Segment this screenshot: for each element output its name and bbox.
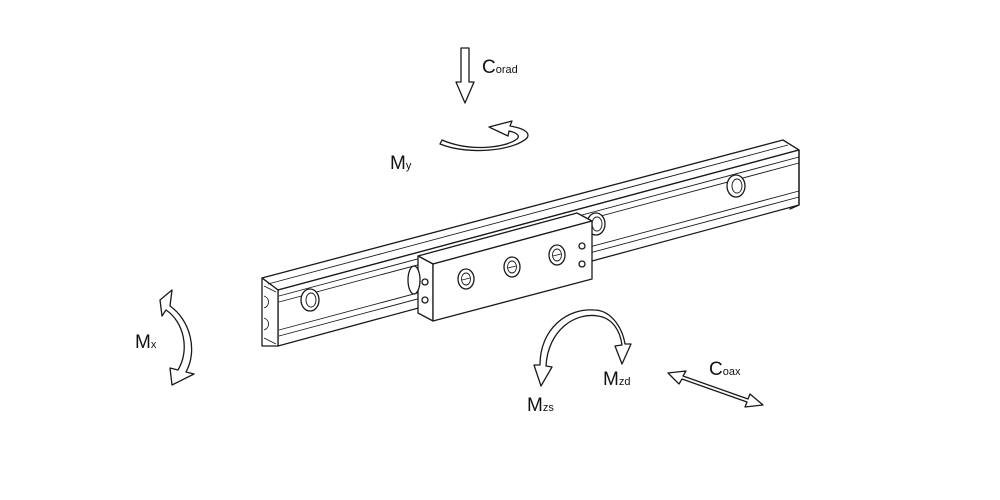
label-c-ax: Coax: [709, 359, 741, 380]
carriage-side-hole-top: [421, 278, 429, 286]
screw-3: [548, 244, 566, 266]
carriage-front-hole-top: [578, 242, 586, 250]
radial-load-arrow: [455, 47, 475, 104]
carriage-block: [407, 212, 593, 322]
label-m-x: Mx: [135, 332, 157, 353]
axial-load-arrow: [667, 370, 764, 408]
rail-hole-left-inner: [305, 292, 317, 308]
screw-2: [503, 256, 521, 278]
carriage-left-face: [417, 255, 434, 322]
label-m-y: My: [390, 153, 412, 174]
moment-y-arrow: [439, 120, 529, 152]
screw-1: [457, 268, 475, 290]
label-c-rad: Corad: [482, 57, 518, 78]
rail-end-face: [261, 277, 279, 347]
rail-right-end: [782, 139, 800, 210]
carriage-front-hole-bottom: [578, 260, 586, 268]
label-m-zs: Mzs: [527, 395, 554, 416]
carriage-roller: [407, 265, 421, 295]
label-m-zd: Mzd: [603, 369, 631, 390]
rail-top-edge: [267, 144, 789, 285]
carriage-side-hole-bottom: [421, 296, 429, 304]
rail-end-profile: [263, 285, 277, 345]
moment-x-arrow: [159, 289, 195, 386]
rail-hole-right-inner: [731, 178, 743, 194]
moment-z-arrow: [533, 309, 632, 387]
